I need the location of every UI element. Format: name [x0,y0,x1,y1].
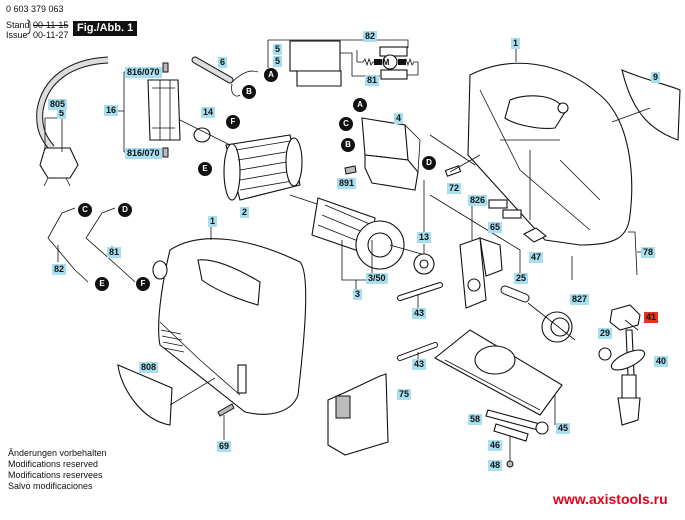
issue-date: 00-11-27 [33,30,69,40]
website-link[interactable]: www.axistools.ru [553,491,668,507]
screw [217,403,235,417]
part-label-5[interactable]: 5 [273,56,283,67]
part-label-16[interactable]: 16 [104,105,119,116]
part-label-58[interactable]: 58 [468,414,483,425]
part-number: 0 603 379 063 [6,4,64,14]
ref-marker-d: D [422,156,436,170]
roller [598,347,612,361]
ref-marker-b: B [242,85,256,99]
clamp-lever [485,409,541,431]
carbon-brush [193,127,211,143]
switch [361,117,421,191]
part-label-2[interactable]: 2 [240,207,250,218]
brace-icon [26,19,31,35]
part-label-47[interactable]: 47 [529,252,544,263]
part-label-82[interactable]: 82 [52,264,67,275]
part-label-6[interactable]: 6 [218,57,228,68]
ref-marker-d: D [118,203,132,217]
clamp-plate [493,423,529,442]
ref-marker-f: F [136,277,150,291]
screw [506,460,514,468]
part-label-805[interactable]: 805 [48,99,68,110]
pad [522,227,548,243]
note-en: Modifications reserved [8,459,99,469]
ref-marker-c: C [78,203,92,217]
part-label-25[interactable]: 25 [514,273,529,284]
ref-marker-c: C [339,117,353,131]
part-label-13[interactable]: 13 [417,232,432,243]
part-label-40[interactable]: 40 [654,356,669,367]
switch-block [609,304,641,331]
part-label-41-highlighted[interactable]: 41 [644,312,659,323]
part-label-45[interactable]: 45 [556,423,571,434]
part-label-3[interactable]: 3 [353,289,363,300]
sticker [621,69,681,141]
housing-left-half [152,238,307,415]
wiring-schematic [267,39,419,87]
base-plate [434,329,563,425]
part-label-5[interactable]: 5 [273,44,283,55]
part-label-9[interactable]: 9 [651,72,661,83]
field-stator [223,134,303,201]
part-label-3-50[interactable]: 3/50 [366,273,388,284]
plug [39,147,79,179]
part-label-4[interactable]: 4 [394,113,404,124]
blade-guard [327,373,389,456]
armature [289,194,426,290]
stand-date: 00-11-15 [33,20,69,30]
housing-right-half [467,62,633,246]
brush-holder [147,62,181,158]
note-fr: Modifications reservees [8,470,103,480]
cover-plate [117,364,173,426]
power-cord [36,56,109,187]
part-label-81[interactable]: 81 [365,75,380,86]
part-label-5[interactable]: 5 [57,108,67,119]
ref-marker-a: A [264,68,278,82]
part-label-43[interactable]: 43 [412,359,427,370]
part-label-43[interactable]: 43 [412,308,427,319]
ref-marker-b: B [341,138,355,152]
ref-marker-a: A [353,98,367,112]
part-label-827[interactable]: 827 [570,294,590,305]
note-es: Salvo modificaciones [8,481,93,491]
part-label-65[interactable]: 65 [488,222,503,233]
figure-label: Fig./Abb. 1 [73,21,138,36]
part-label-46[interactable]: 46 [488,440,503,451]
motor-symbol [382,54,398,70]
part-label-72[interactable]: 72 [447,183,462,194]
note-de: Änderungen vorbehalten [8,448,107,458]
connector [488,199,508,209]
saw-blade-lever [610,329,646,426]
ref-marker-e: E [198,162,212,176]
part-label-75[interactable]: 75 [397,389,412,400]
gear-bracket [429,194,521,309]
ref-marker-f: F [226,115,240,129]
part-label-1[interactable]: 1 [208,216,218,227]
part-label-816-070[interactable]: 816/070 [125,148,162,159]
part-label-78[interactable]: 78 [641,247,656,258]
connector [502,209,522,219]
part-label-29[interactable]: 29 [598,328,613,339]
part-label-808[interactable]: 808 [139,362,159,373]
part-label-891[interactable]: 891 [337,178,357,189]
part-label-69[interactable]: 69 [217,441,232,452]
part-label-82[interactable]: 82 [363,31,378,42]
ref-marker-e: E [95,277,109,291]
issue-label: Issue [6,30,28,40]
part-label-14[interactable]: 14 [201,107,216,118]
motor-label: M [383,58,390,67]
part-label-81[interactable]: 81 [107,247,122,258]
modification-notes: Änderungen vorbehalten Modifications res… [8,448,107,492]
part-label-816-070[interactable]: 816/070 [125,67,162,78]
part-label-48[interactable]: 48 [488,460,503,471]
switch-schematic [289,40,341,72]
part-label-1[interactable]: 1 [511,38,521,49]
stand-label: Stand [6,20,30,30]
part-label-826[interactable]: 826 [468,195,488,206]
